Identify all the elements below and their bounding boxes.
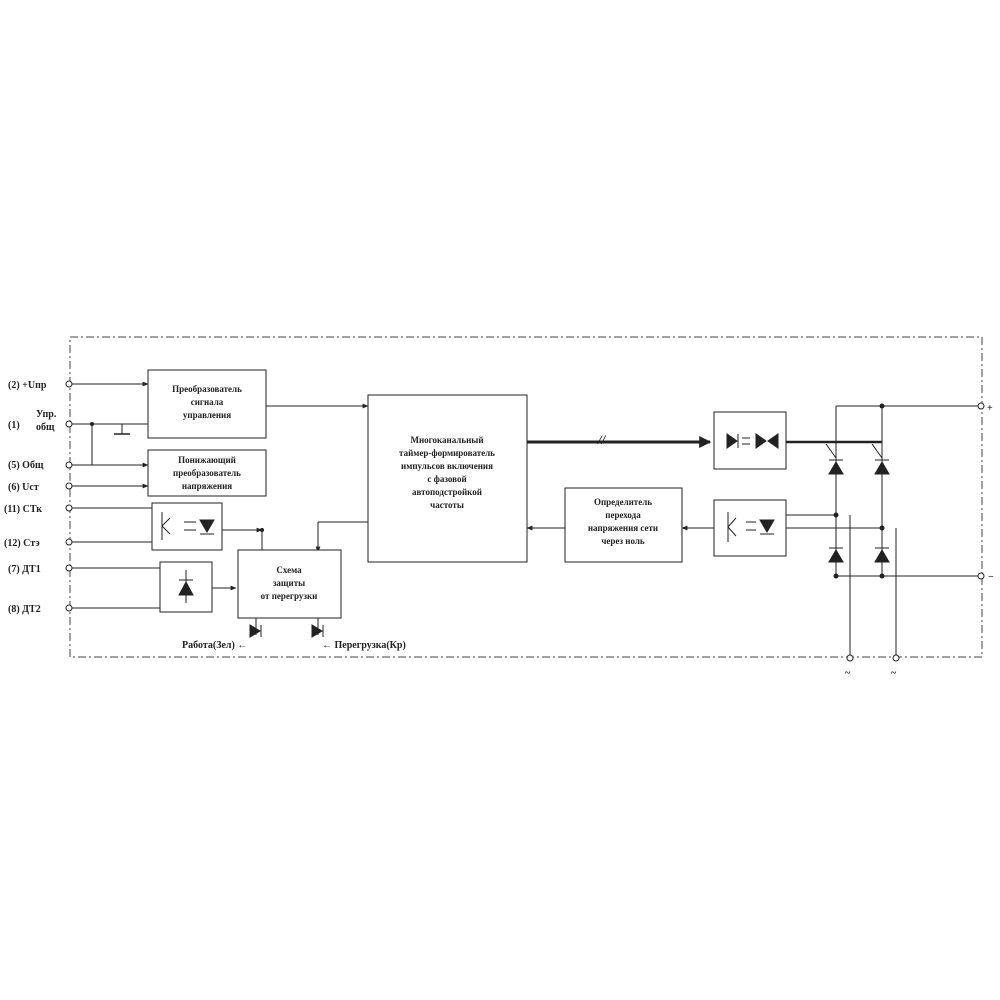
temperature-sensor-block (159, 561, 213, 613)
block-zerocross-line-2: перехода (605, 510, 641, 520)
output-optocoupler (713, 411, 787, 470)
pin-label-1: (1) (8, 420, 20, 431)
feedback-optocoupler (713, 499, 787, 557)
block-protection: Схема защиты от перегрузки (237, 549, 342, 619)
thyristor-bridge (825, 443, 890, 563)
pin-terminal-6 (65, 482, 73, 490)
output-terminal-minus (977, 572, 985, 580)
input-pins: (2) +Uпр (1) Упр. общ (5) Общ (6) Uст (1… (4, 380, 73, 615)
input-optocoupler (151, 502, 223, 551)
pin-label-11: (11) СТк (4, 504, 42, 515)
block-zero-cross: Определитель перехода напряжения сети че… (564, 487, 683, 563)
block-protection-line-1: Схема (276, 565, 302, 575)
pin-terminal-12 (65, 538, 73, 546)
block-step-down-converter: Понижающий преобразователь напряжения (147, 449, 267, 497)
junction-dots (90, 403, 885, 579)
pin-label-8: (8) ДТ2 (8, 604, 41, 615)
output-label-plus: + (987, 403, 993, 414)
status-leds (249, 624, 324, 638)
pin-label-1-common: общ (36, 422, 55, 433)
pin-terminal-11 (65, 504, 73, 512)
block-protection-line-3: от перегрузки (261, 591, 318, 601)
block-driver-line-1: Многоканальный (410, 435, 483, 445)
pin-terminal-8 (65, 604, 73, 612)
pin-terminal-1 (65, 420, 73, 428)
block-driver-line-4: с фазовой (427, 474, 466, 484)
module-boundary (69, 336, 983, 658)
block-zerocross-line-1: Определитель (594, 497, 652, 507)
block-control-line-1: Преобразователь (172, 384, 242, 394)
output-terminal-plus (977, 402, 985, 410)
pin-label-7: (7) ДТ1 (8, 564, 41, 575)
block-driver-line-2: таймер-формирователь (399, 448, 495, 458)
block-driver-line-3: импульсов включения (401, 461, 493, 471)
block-stepdown-line-2: преобразователь (173, 468, 241, 478)
output-label-minus: − (988, 572, 994, 583)
bus-mark: // (597, 432, 607, 447)
block-driver-line-6: частоты (430, 500, 464, 510)
block-control-line-3: управления (183, 410, 231, 420)
pin-terminal-5 (65, 461, 73, 469)
output-terminal-ac2 (892, 654, 900, 662)
wires (72, 381, 978, 656)
output-terminals: + − ~ ~ (845, 402, 994, 679)
block-protection-line-2: защиты (273, 578, 305, 588)
pin-label-12: (12) Стэ (4, 538, 40, 549)
output-terminal-ac1 (846, 654, 854, 662)
pin-label-5: (5) Общ (8, 460, 44, 471)
block-control-converter: Преобразователь сигнала управления (147, 369, 267, 439)
pin-label-6: (6) Uст (8, 482, 39, 493)
indicator-work-label: Работа(Зел) ← (182, 640, 247, 651)
block-zerocross-line-3: напряжения сети (588, 523, 658, 533)
block-stepdown-line-3: напряжения (182, 481, 232, 491)
block-driver: Многоканальный таймер-формирователь импу… (367, 394, 528, 563)
block-control-line-2: сигнала (191, 397, 224, 407)
pin-label-2: (2) +Uпр (8, 380, 47, 391)
block-zerocross-line-4: через ноль (601, 536, 645, 546)
indicator-overload-label: ← Перегрузка(Кр) (322, 640, 406, 651)
output-label-ac1: ~ (845, 668, 851, 679)
pin-label-1-name: Упр. (36, 409, 57, 420)
pin-terminal-7 (65, 564, 73, 572)
output-label-ac2: ~ (891, 668, 897, 679)
block-stepdown-line-1: Понижающий (178, 455, 236, 465)
pin-terminal-2 (65, 380, 73, 388)
block-driver-line-5: автоподстройкой (412, 487, 482, 497)
